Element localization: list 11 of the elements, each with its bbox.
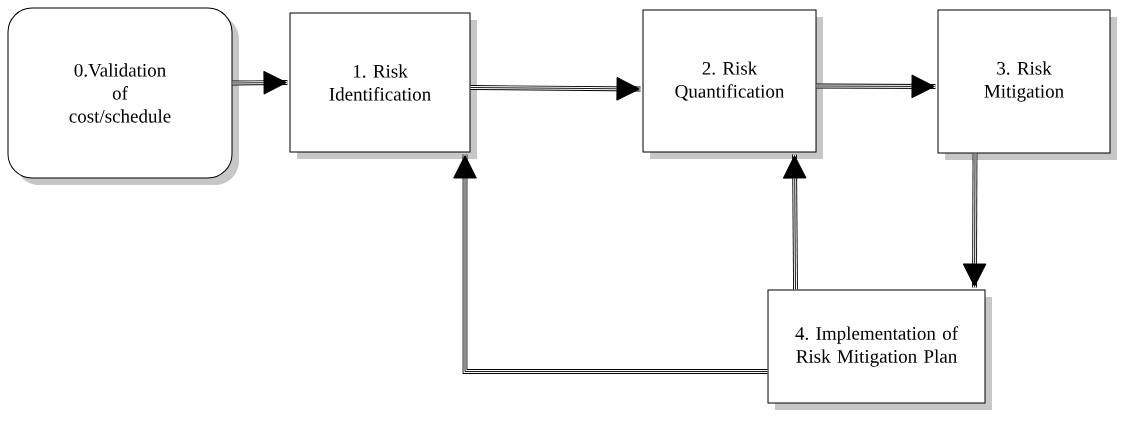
arrow xyxy=(962,153,987,288)
arrow xyxy=(453,154,768,374)
arrow xyxy=(232,70,288,95)
process-box: 0.Validation of cost/schedule xyxy=(7,7,239,185)
process-box: 4. Implementation of Risk Mitigation Plan xyxy=(767,289,992,410)
process-box: 1. Risk Identification xyxy=(289,12,477,159)
process-box: 2. Risk Quantification xyxy=(642,9,823,159)
arrow xyxy=(782,154,807,290)
arrow xyxy=(816,74,936,99)
process-box: 3. Risk Mitigation xyxy=(937,9,1117,160)
arrow xyxy=(470,76,641,101)
